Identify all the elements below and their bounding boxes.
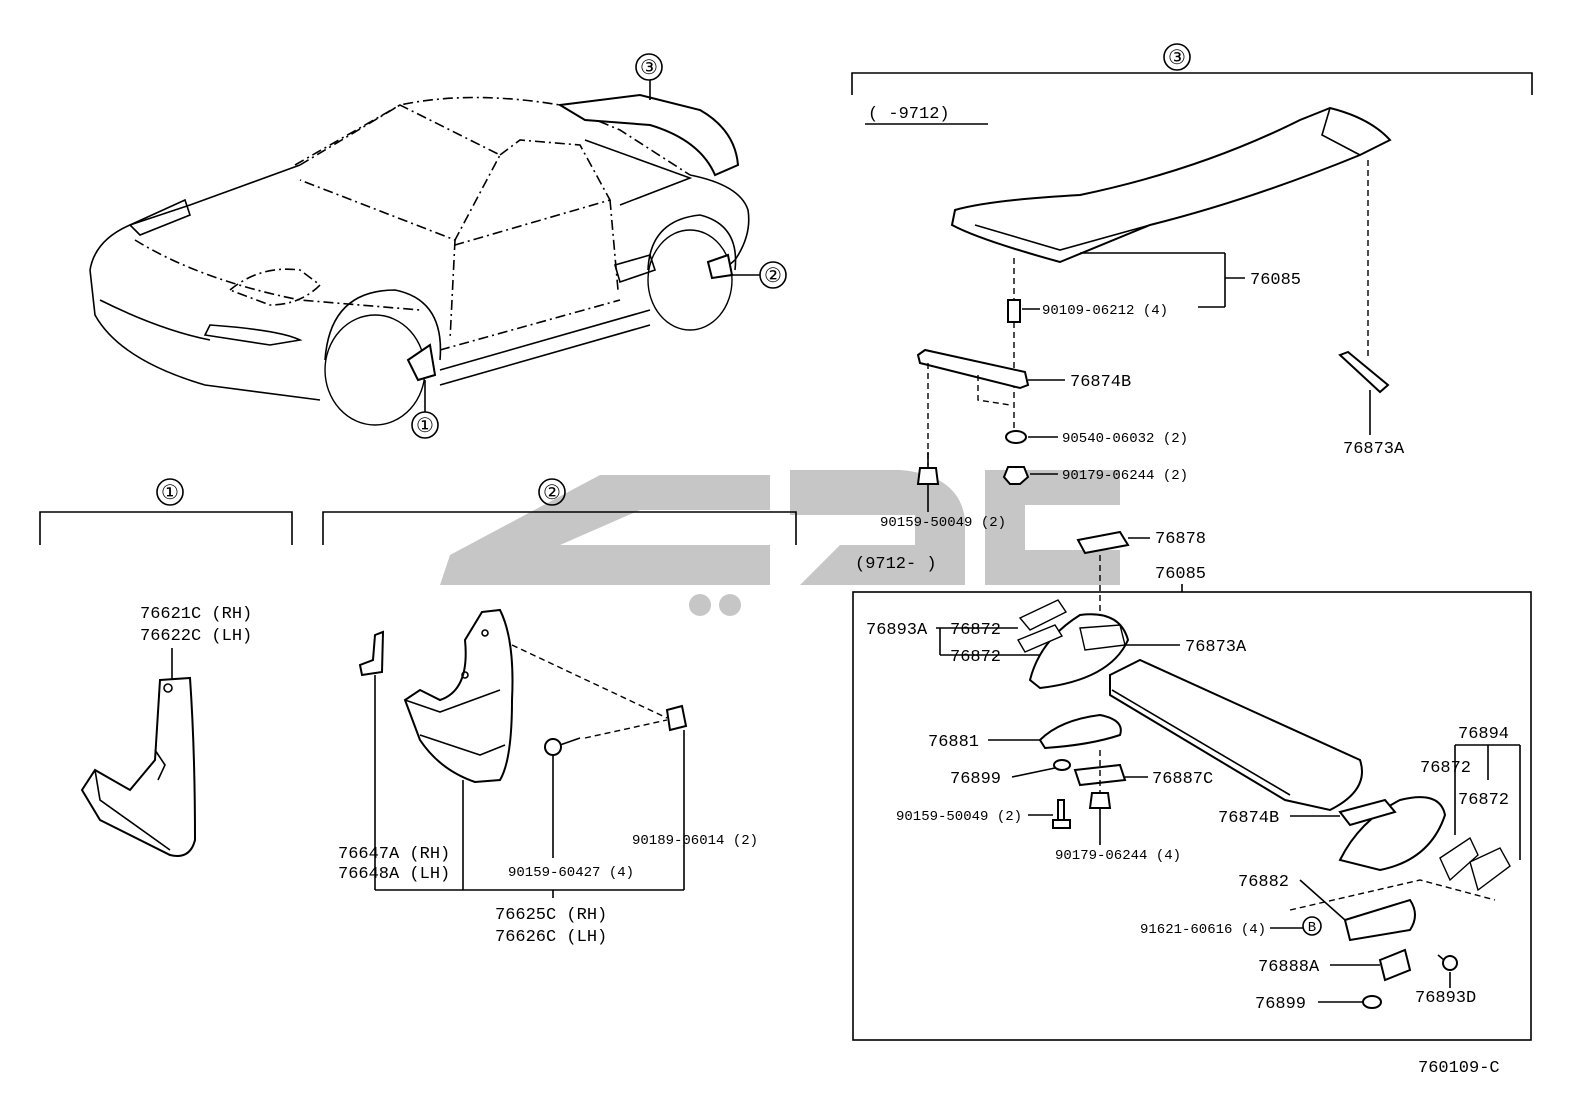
part-76893a: 76893A [866,621,928,640]
spoiler-lower [1109,658,1363,812]
part-76899-a: 76899 [950,770,1001,789]
part-76888a: 76888A [1258,958,1320,977]
clip-marker-b: B [1308,920,1316,936]
part-90109-06212: 90109-06212 (4) [1042,303,1168,319]
car-callout-2: ② [759,261,787,289]
part-90159-60427: 90159-60427 (4) [508,865,634,881]
section-3-header: ③ [1168,47,1186,69]
section-3: ③ ( -9712) 76085 90109-06212 (4) 76874B [851,43,1533,1041]
part-90159-50049-lower: 90159-50049 (2) [896,809,1022,825]
watermark-logo [440,470,1120,616]
mudguard-front [80,676,197,857]
mudguard-rear [403,608,514,784]
label-plate-76878 [1076,530,1130,555]
part-76872-r1: 76872 [1420,759,1471,778]
screw-90159-60427 [544,737,581,756]
part-76894: 76894 [1458,725,1509,744]
car-callout-1: ① [411,411,439,439]
part-90540-06032: 90540-06032 (2) [1062,431,1188,447]
part-90179-06244-upper: 90179-06244 (2) [1062,468,1188,484]
upper-range-label: ( -9712) [868,105,950,124]
part-76647a: 76647A (RH) [338,845,450,864]
clip-90189-06014 [665,704,688,732]
part-90189-06014: 90189-06014 (2) [632,833,758,849]
part-76085-lower: 76085 [1155,565,1206,584]
part-76621c: 76621C (RH) [140,605,252,624]
part-76874b-lower: 76874B [1218,809,1279,828]
section-1-header: ① [161,482,179,504]
part-76872-b: 76872 [950,648,1001,667]
part-76878: 76878 [1155,530,1206,549]
car-callout-3: ③ [635,53,663,81]
car-callout-2-text: ② [764,265,782,287]
part-76872-a: 76872 [950,621,1001,640]
part-76622c: 76622C (LH) [140,627,252,646]
part-76625c: 76625C (RH) [495,906,607,925]
part-76882: 76882 [1238,873,1289,892]
end-cap-left [1016,599,1130,690]
part-90159-50049-upper: 90159-50049 (2) [880,515,1006,531]
part-76873a-lower: 76873A [1185,638,1247,657]
part-76648a: 76648A (LH) [338,865,450,884]
part-76881: 76881 [928,733,979,752]
lower-range-label: (9712- ) [855,555,937,574]
section-2: ② 76647A (RH) 76648A (LH) 90159-60427 ( [322,478,797,947]
part-90179-06244-lower: 90179-06244 (4) [1055,848,1181,864]
part-91621-60616: 91621-60616 (4) [1140,922,1266,938]
end-cap-right [1338,796,1511,892]
part-76085-upper: 76085 [1250,271,1301,290]
section-1: ① 76621C (RH) 76622C (LH) [39,478,293,857]
car-callout-1-text: ① [416,415,434,437]
part-76872-r2: 76872 [1458,791,1509,810]
part-76626c: 76626C (LH) [495,928,607,947]
car-overview-drawing [89,80,760,426]
part-76874b-upper: 76874B [1070,373,1131,392]
part-76893d: 76893D [1415,989,1476,1008]
spoiler-upper [950,106,1392,264]
section-2-header: ② [543,482,561,504]
figure-code: 760109-C [1418,1059,1500,1078]
part-76899-b: 76899 [1255,995,1306,1014]
car-callout-3-text: ③ [640,57,658,79]
part-76887c: 76887C [1152,770,1213,789]
part-76873a-upper: 76873A [1343,440,1405,459]
